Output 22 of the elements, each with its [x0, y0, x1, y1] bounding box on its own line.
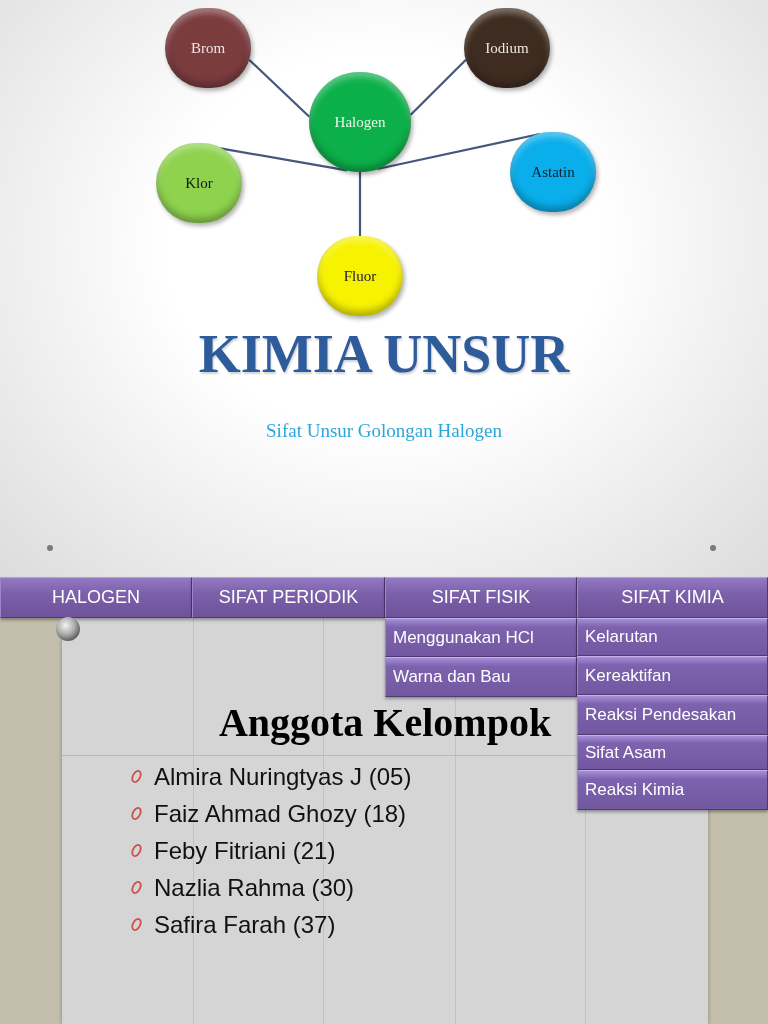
connector-line: [358, 172, 362, 236]
member-name: Feby Fitriani (21): [154, 835, 336, 866]
connector-line: [377, 132, 540, 171]
card-heading: Anggota Kelompok: [218, 700, 552, 746]
menu-item: Sifat Asam: [577, 735, 768, 770]
menu-item: Reaksi Kimia: [577, 770, 768, 810]
menu-tab: SIFAT PERIODIK: [192, 577, 385, 618]
member-name: Nazlia Rahma (30): [154, 872, 355, 903]
connector-line: [220, 147, 347, 172]
member-name: Almira Nuringtyas J (05): [154, 761, 412, 792]
menu-tab: SIFAT FISIK: [385, 577, 577, 618]
slide-subtitle: Sifat Unsur Golongan Halogen: [266, 419, 502, 443]
menu-item: Kereaktifan: [577, 656, 768, 695]
connector-line: [409, 58, 467, 116]
menu-item: Kelarutan: [577, 618, 768, 656]
slide-title: KIMIA UNSUR: [198, 323, 570, 386]
connector-line: [248, 58, 311, 118]
menu-tab: SIFAT KIMIA: [577, 577, 768, 618]
member-name: Safira Farah (37): [154, 909, 336, 940]
menu-item: Reaksi Pendesakan: [577, 695, 768, 735]
menu-tab: HALOGEN: [0, 577, 192, 618]
member-name: Faiz Ahmad Ghozy (18): [154, 798, 407, 829]
